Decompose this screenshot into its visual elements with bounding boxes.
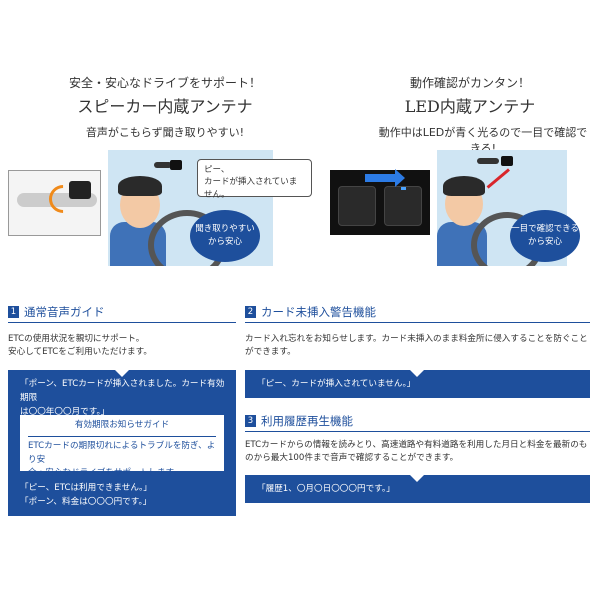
section1-box-line4: 「ポーン、料金は〇〇〇円です。」 <box>20 496 152 507</box>
antenna-icon <box>69 181 91 199</box>
antenna-device-off <box>338 186 376 226</box>
section3-heading: 3 利用履歴再生機能 <box>245 413 353 429</box>
section2-title: カード未挿入警告機能 <box>261 305 376 319</box>
section2-text-line1: カード入れ忘れをお知らせします。カード未挿入のまま料金所に侵入することを防ぐこと <box>245 334 588 344</box>
section1-box-line3: 「ピー、ETCは利用できません。」 <box>20 483 152 493</box>
mirror-right-icon <box>477 158 499 164</box>
section1-text-line2: 安心してETCをご利用いただけます。 <box>8 347 152 358</box>
section3-description: ETCカードからの情報を読みとり、高速道路や有料道路を利用した月日と料金を最新の… <box>245 439 593 466</box>
expiry-notice-line1: ETCカードの期限切れによるトラブルを防ぎ、より安 <box>28 440 216 465</box>
left-panel-title-line1: 安全・安心なドライブをサポート！ <box>68 76 261 90</box>
section1-number: 1 <box>8 306 19 318</box>
rearview-mirror-illustration <box>8 170 101 236</box>
expiry-notice-title: 有効期限お知らせガイド <box>74 420 170 430</box>
antenna-small-icon <box>170 160 182 170</box>
left-cloud-line2: から安心 <box>207 237 242 247</box>
right-panel-title-line1: 動作確認がカンタン！ <box>409 76 530 90</box>
expiry-notice-line2: 全・安心なドライブをサポートします。 <box>28 468 182 479</box>
mirror-small-icon <box>154 162 172 168</box>
arrow-right-icon <box>365 169 405 187</box>
section1-box-line2: は〇〇年〇〇月です。」 <box>20 406 110 417</box>
section3-text-line1: ETCカードからの情報を読みとり、高速道路や有料道路を利用した月日と料金を最新の… <box>245 440 588 450</box>
left-panel-title-line2: スピーカー内蔵アンテナ <box>77 97 253 116</box>
red-pointer-icon <box>486 168 510 189</box>
speech-bubble: ピー、 カードが挿入されていません。 <box>197 159 312 200</box>
section1-description: ETCの使用状況を親切にサポート。 安心してETCをご利用いただけます。 <box>8 333 238 360</box>
section3-notch <box>410 475 424 482</box>
driver-hair-right <box>443 176 485 196</box>
section3-divider <box>245 431 590 432</box>
antenna-right-icon <box>501 156 513 166</box>
left-cloud-badge: 聞き取りやすい から安心 <box>190 210 260 262</box>
section1-box-line1: 「ポーン、ETCカードが挿入されました。カード有効期限 <box>20 379 225 403</box>
section2-description: カード入れ忘れをお知らせします。カード未挿入のまま料金所に侵入することを防ぐこと… <box>245 333 593 360</box>
right-cloud-line1: 一目で確認できる <box>511 224 579 235</box>
expiry-notice-box: 有効期限お知らせガイド ETCカードの期限切れによるトラブルを防ぎ、より安 全・… <box>20 415 224 478</box>
expiry-notice-divider <box>28 435 216 437</box>
section1-divider <box>8 322 236 323</box>
section2-divider <box>245 322 590 323</box>
section1-notch <box>115 370 129 377</box>
section1-text-line1: ETCの使用状況を親切にサポート。 <box>8 334 145 344</box>
led-icon <box>401 187 406 190</box>
right-panel-title-line2: LED内蔵アンテナ <box>404 97 536 116</box>
driver-hair <box>118 176 162 196</box>
section1-voice-box: 「ポーン、ETCカードが挿入されました。カード有効期限 は〇〇年〇〇月です。」 … <box>8 370 236 516</box>
section2-number: 2 <box>245 306 256 318</box>
section3-text-line2: のから最大100件まで音声で確認することができます。 <box>245 453 459 464</box>
section3-box-text: 「履歴1、〇月〇日〇〇〇円です。」 <box>257 484 395 494</box>
section2-notch <box>410 370 424 377</box>
antenna-device-on <box>384 186 422 226</box>
section3-voice-box: 「履歴1、〇月〇日〇〇〇円です。」 <box>245 475 590 503</box>
right-cloud-badge: 一目で確認できる から安心 <box>510 210 580 262</box>
section2-text-line2: ができます。 <box>245 347 296 358</box>
section3-number: 3 <box>245 415 256 427</box>
section1-title: 通常音声ガイド <box>24 305 105 319</box>
section1-heading: 1 通常音声ガイド <box>8 304 105 320</box>
left-cloud-line1: 聞き取りやすい <box>195 224 255 235</box>
left-panel-subtitle: 音声がこもらず聞き取りやすい! <box>85 126 245 139</box>
section2-heading: 2 カード未挿入警告機能 <box>245 304 376 320</box>
right-cloud-line2: から安心 <box>527 237 562 247</box>
section2-voice-box: 「ピー、カードが挿入されていません。」 <box>245 370 590 398</box>
section3-title: 利用履歴再生機能 <box>261 414 353 428</box>
section2-box-text: 「ピー、カードが挿入されていません。」 <box>257 379 416 389</box>
speech-line1: ピー、 <box>204 165 230 175</box>
speech-line2: カードが挿入されていません。 <box>204 177 298 200</box>
driver-scene-right <box>437 150 567 266</box>
